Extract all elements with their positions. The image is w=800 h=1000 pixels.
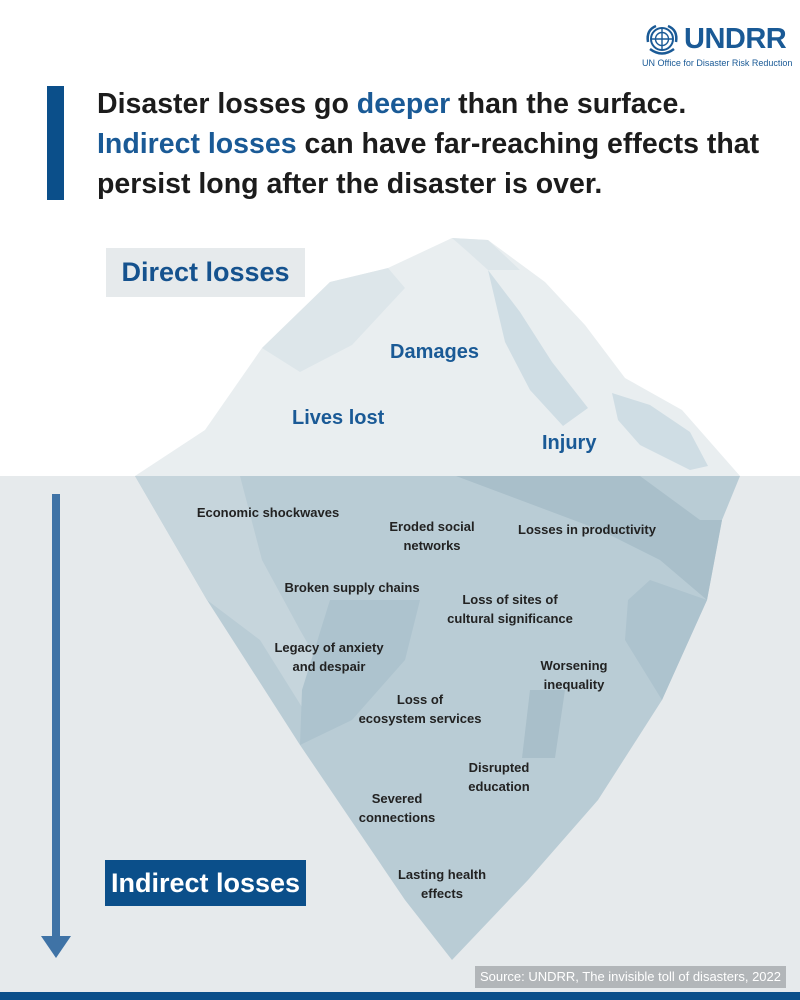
iceberg-under-shade-1 xyxy=(135,476,340,720)
logo-subtitle: UN Office for Disaster Risk Reduction xyxy=(642,58,793,68)
item-line: networks xyxy=(403,538,461,553)
item-line: Economic shockwaves xyxy=(196,505,340,520)
item-line: Lasting health xyxy=(397,867,487,882)
iceberg-under-shade-5 xyxy=(625,580,707,700)
item-line: Severed xyxy=(371,791,423,806)
direct-item-lives-lost: Lives lost xyxy=(292,407,385,429)
direct-losses-label: Direct losses xyxy=(121,257,290,287)
iceberg-tip-shade-left xyxy=(262,268,405,372)
item-line: education xyxy=(468,779,530,794)
direct-item-injury: Injury xyxy=(542,432,597,454)
headline-part1: Disaster losses go xyxy=(97,88,357,120)
indirect-item-severed-connections: Severed connections xyxy=(359,789,436,827)
indirect-item-legacy-of-anxiety: Legacy of anxiety and despair xyxy=(274,638,383,676)
arrow-down-icon xyxy=(41,494,71,958)
item-line: ecosystem services xyxy=(358,711,482,726)
iceberg-tip-peak-shade xyxy=(452,238,520,270)
indirect-losses-label: Indirect losses xyxy=(110,868,301,898)
iceberg-tip-shade-right xyxy=(612,393,708,470)
iceberg-underwater xyxy=(135,476,740,960)
iceberg-under-shade-2 xyxy=(456,476,722,600)
item-line: connections xyxy=(358,810,436,825)
iceberg-tip-shade-crevice xyxy=(488,270,588,426)
item-line: Loss of xyxy=(396,692,444,707)
direct-losses-box: Direct losses xyxy=(106,248,305,297)
headline-part2: than the surface. xyxy=(450,88,687,120)
indirect-item-losses-in-productivity: Losses in productivity xyxy=(518,520,656,539)
item-line: Disrupted xyxy=(468,760,530,775)
bottom-accent-bar xyxy=(0,992,800,1000)
item-line: Worsening xyxy=(540,658,608,673)
iceberg-under-shade-3 xyxy=(300,600,420,745)
un-emblem-icon xyxy=(646,24,678,55)
indirect-item-loss-of-cultural-sites: Loss of sites of cultural significance xyxy=(447,590,573,628)
item-line: inequality xyxy=(543,677,605,692)
indirect-item-lasting-health-effects: Lasting health effects xyxy=(398,865,486,903)
indirect-item-eroded-social-networks: Eroded social networks xyxy=(389,517,474,555)
indirect-item-disrupted-education: Disrupted education xyxy=(468,758,529,796)
item-line: Broken supply chains xyxy=(284,580,420,595)
item-line: Legacy of anxiety xyxy=(274,640,384,655)
direct-item-damages: Damages xyxy=(390,341,479,363)
undrr-logo: UNDRR UN Office for Disaster Risk Reduct… xyxy=(640,20,793,72)
indirect-item-broken-supply-chains: Broken supply chains xyxy=(284,578,419,597)
item-line: Eroded social xyxy=(389,519,475,534)
headline-accent-bar xyxy=(47,86,64,200)
item-line: Loss of sites of xyxy=(462,592,558,607)
indirect-losses-box: Indirect losses xyxy=(105,860,306,906)
headline-part3: can have far-reaching effects that persi… xyxy=(97,128,760,200)
headline: Disaster losses go deeper than the surfa… xyxy=(97,84,787,204)
source-caption: Source: UNDRR, The invisible toll of dis… xyxy=(474,966,786,988)
item-line: effects xyxy=(421,886,463,901)
headline-highlight-indirect: Indirect losses xyxy=(97,128,297,160)
item-line: and despair xyxy=(292,659,366,674)
indirect-item-loss-of-ecosystem-services: Loss of ecosystem services xyxy=(359,690,482,728)
headline-highlight-deeper: deeper xyxy=(356,88,451,120)
indirect-item-economic-shockwaves: Economic shockwaves xyxy=(197,503,339,522)
item-line: Losses in productivity xyxy=(518,522,656,537)
logo-name: UNDRR xyxy=(684,23,787,55)
indirect-item-worsening-inequality: Worsening inequality xyxy=(541,656,608,694)
iceberg-tip xyxy=(135,238,740,476)
iceberg-under-shade-4 xyxy=(522,690,565,758)
item-line: cultural significance xyxy=(447,611,573,626)
